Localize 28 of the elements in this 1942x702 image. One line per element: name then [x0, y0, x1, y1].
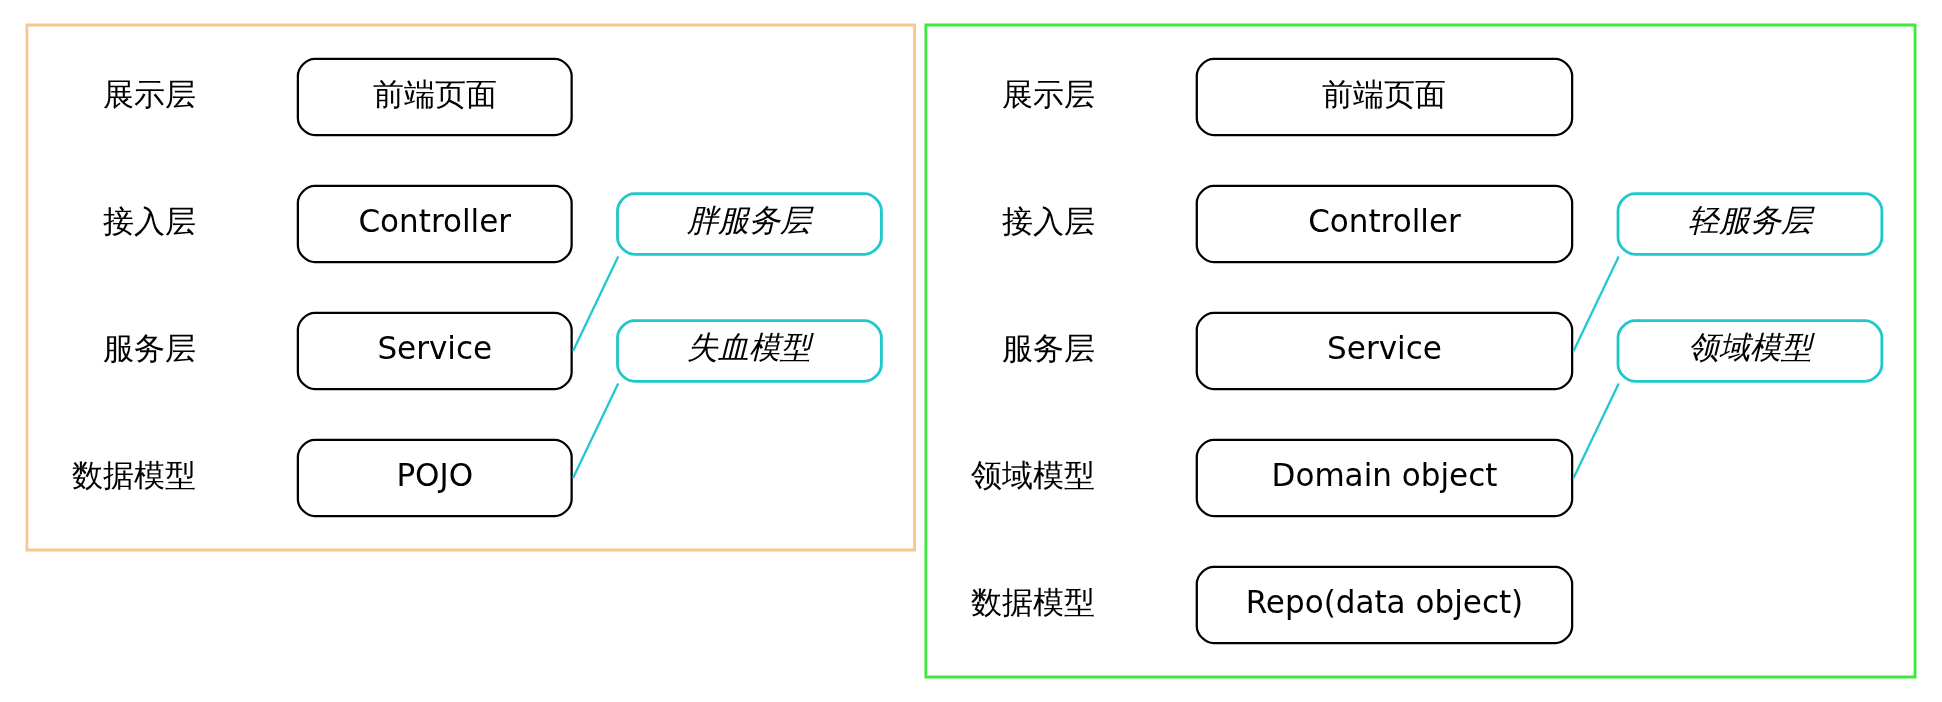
node-box: Service: [296, 311, 573, 391]
node-box: 前端页面: [296, 57, 573, 137]
node-box: Service: [1195, 311, 1574, 391]
node-box: POJO: [296, 438, 573, 518]
node-box: 胖服务层: [616, 192, 883, 256]
node-label: 服务层: [1002, 329, 1096, 366]
node-label: 领域模型: [971, 456, 1096, 493]
node-box: 前端页面: [1195, 57, 1574, 137]
node-box: 领域模型: [1616, 319, 1884, 383]
node-label: 数据模型: [971, 583, 1096, 620]
node-box: Domain object: [1195, 438, 1574, 518]
node-box: 轻服务层: [1616, 192, 1884, 256]
node-label: 数据模型: [72, 456, 197, 493]
node-label: 服务层: [103, 329, 197, 366]
node-box: 失血模型: [616, 319, 883, 383]
node-box: Repo(data object): [1195, 565, 1574, 645]
node-label: 接入层: [103, 202, 197, 239]
connector: [572, 382, 620, 479]
node-box: Controller: [1195, 184, 1574, 264]
node-label: 展示层: [1002, 75, 1096, 112]
node-label: 接入层: [1002, 202, 1096, 239]
cluster: [25, 23, 916, 552]
connector: [1572, 255, 1620, 352]
node-box: Controller: [296, 184, 573, 264]
cluster: [924, 23, 1917, 679]
node-label: 展示层: [103, 75, 197, 112]
connector: [572, 255, 620, 352]
connector: [1572, 382, 1620, 479]
